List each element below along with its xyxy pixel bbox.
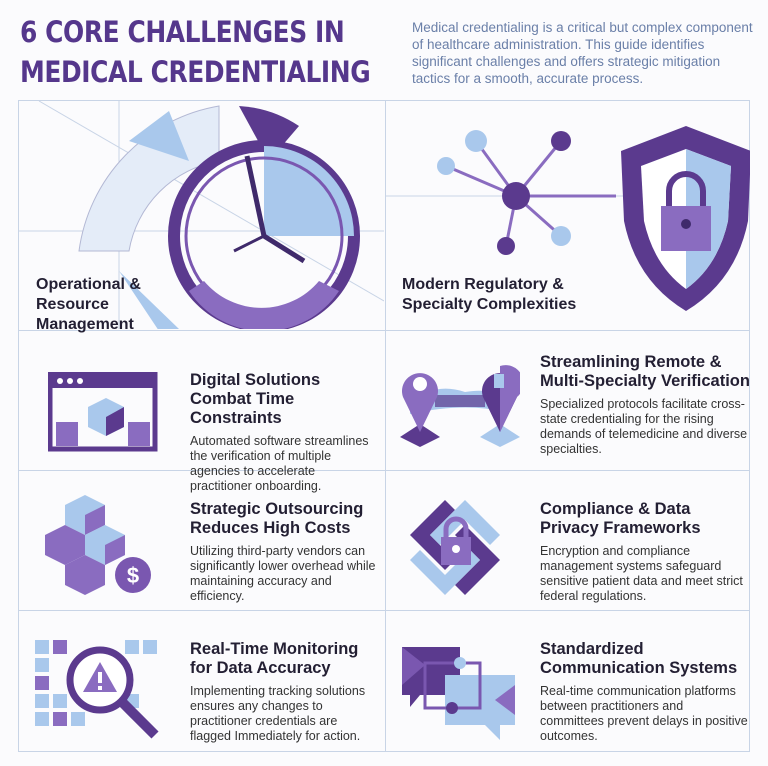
chat-bubbles-icon <box>402 647 515 740</box>
divider <box>18 470 750 471</box>
svg-text:$: $ <box>127 563 139 588</box>
browser-cubes-icon <box>48 372 158 452</box>
title-line-2: MEDICAL CREDENTIALING <box>20 55 371 89</box>
item-title: Streamlining Remote & Multi-Specialty Ve… <box>540 353 750 390</box>
page-title: 6 CORE CHALLENGES IN MEDICAL CREDENTIALIN… <box>20 12 398 92</box>
divider <box>18 330 750 331</box>
item-body: Specialized protocols facilitate cross-s… <box>540 397 748 456</box>
map-pins-bridge-icon <box>400 365 520 447</box>
item-title: Standardized Communication Systems <box>540 640 738 677</box>
divider <box>385 100 386 752</box>
item-body: Implementing tracking solutions ensures … <box>190 684 366 743</box>
item-body: Utilizing third-party vendors can signif… <box>190 544 376 603</box>
item-body: Encryption and compliance management sys… <box>540 544 743 603</box>
clock-icon <box>19 101 384 329</box>
item-title: Strategic Outsourcing Reduces High Costs <box>190 500 364 537</box>
item-title: Compliance & Data Privacy Frameworks <box>540 500 701 537</box>
magnifier-warning-icon <box>35 640 159 739</box>
content-grid <box>18 100 750 752</box>
title-line-1: 6 CORE CHALLENGES IN <box>20 15 345 49</box>
cubes-dollar-icon: $ <box>45 495 151 595</box>
item-title: Real-Time Monitoring for Data Accuracy <box>190 640 359 677</box>
item-body: Real-time communication platforms betwee… <box>540 684 748 743</box>
item-digital-solutions: Digital Solutions Combat Time Constraint… <box>190 371 380 494</box>
panel-label-regulatory: Modern Regulatory & Specialty Complexiti… <box>402 276 577 313</box>
intro-text: Medical credentialing is a critical but … <box>412 20 753 86</box>
item-title: Digital Solutions Combat Time Constraint… <box>190 371 321 427</box>
divider <box>18 610 750 611</box>
item-remote-verification: Streamlining Remote & Multi-Specialty Ve… <box>540 353 750 457</box>
lock-frame-icon <box>410 500 500 595</box>
shield-lock-network-icon <box>386 126 750 311</box>
panel-label-operational: Operational & Resource Management <box>36 276 141 333</box>
item-outsourcing: Strategic Outsourcing Reduces High Costs… <box>190 500 380 604</box>
item-body: Automated software streamlines the verif… <box>190 434 369 493</box>
